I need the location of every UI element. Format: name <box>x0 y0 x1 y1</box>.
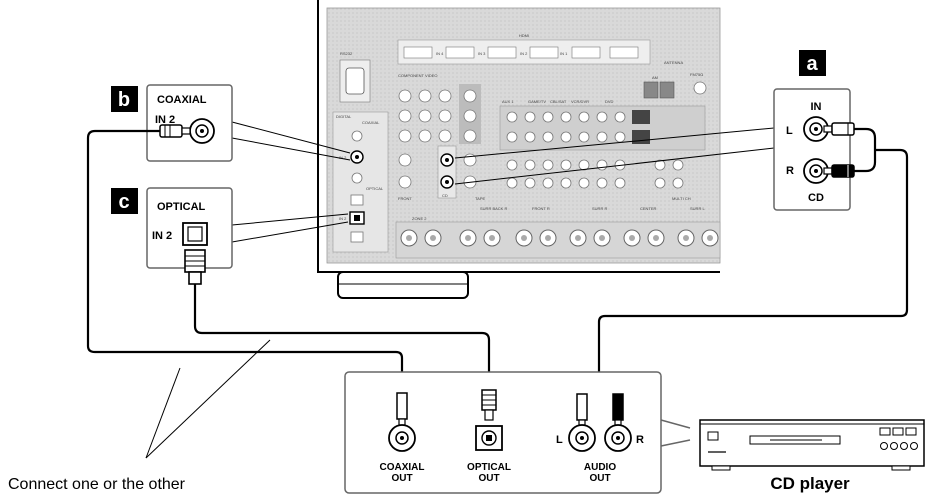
svg-text:DVD: DVD <box>605 99 614 104</box>
audio-out-label: AUDIO <box>584 462 616 473</box>
either-or-pointer <box>145 339 271 459</box>
svg-text:a: a <box>806 53 818 75</box>
optical-in-panel: OPTICAL IN 2 <box>146 187 233 285</box>
svg-text:OUT: OUT <box>589 473 610 484</box>
svg-text:CENTER: CENTER <box>640 206 657 211</box>
digital-input-section: DIGITAL COAXIAL IN 2 OPTICAL IN 2 <box>332 111 389 253</box>
audio-out-r-label: R <box>636 434 644 446</box>
hdmi-section: HDMI IN 4 IN 3 IN 2 IN 1 <box>397 33 651 65</box>
svg-text:OPTICAL: OPTICAL <box>366 186 384 191</box>
hdmi-port-label: IN 1 <box>560 51 568 56</box>
svg-text:IN 2: IN 2 <box>339 155 347 160</box>
optical-out-label: OPTICAL <box>467 462 511 473</box>
receiver-rear-panel: HDMI IN 4 IN 3 IN 2 IN 1 RS232 DIGITAL C… <box>317 0 721 299</box>
svg-text:b: b <box>118 89 130 111</box>
svg-text:CBL/SAT: CBL/SAT <box>550 99 567 104</box>
panel-a-cd-label: CD <box>808 192 824 204</box>
svg-text:FRONT R: FRONT R <box>532 206 550 211</box>
receiver-foot <box>337 271 469 299</box>
svg-text:FRONT: FRONT <box>398 196 412 201</box>
svg-text:SURR L: SURR L <box>690 206 705 211</box>
callout-b: b <box>111 86 138 112</box>
front-tape-section: FRONT TAPE <box>398 153 485 201</box>
svg-text:RS232: RS232 <box>340 51 353 56</box>
speaker-terminals: ZONE 2 SURR BACK R FRONT R SURR R CENTER… <box>395 206 721 259</box>
either-or-note: Connect one or the other <box>8 476 186 493</box>
optical-in2-label: IN 2 <box>152 230 172 242</box>
audio-out-l-label: L <box>556 434 563 446</box>
coaxial-in-panel: COAXIAL IN 2 <box>146 84 233 162</box>
coaxial-in2-label: IN 2 <box>155 114 175 126</box>
hdmi-port-label: IN 4 <box>436 51 444 56</box>
panel-a-in-label: IN <box>811 101 822 113</box>
panel-a-r-label: R <box>786 165 794 177</box>
cd-output-panel: COAXIAL OUT OPTICAL OUT L R AUDIO OUT <box>344 371 691 494</box>
svg-text:AM: AM <box>652 75 658 80</box>
cd-player-label: CD player <box>770 474 850 493</box>
hdmi-port-label: IN 2 <box>520 51 528 56</box>
svg-text:OUT: OUT <box>478 473 499 484</box>
svg-text:ZONE 2: ZONE 2 <box>412 216 427 221</box>
svg-text:MULTI CH: MULTI CH <box>672 196 691 201</box>
coaxial-panel-title: COAXIAL <box>157 94 207 106</box>
receiver-cd-inputs: CD <box>437 145 457 199</box>
pointer-lines <box>231 121 775 243</box>
svg-text:IN 2: IN 2 <box>339 216 347 221</box>
component-video-section: COMPONENT VIDEO <box>398 73 481 144</box>
svg-text:DIGITAL: DIGITAL <box>336 114 352 119</box>
callout-c: c <box>111 188 138 214</box>
coaxial-cable <box>86 129 404 393</box>
svg-text:SURR BACK R: SURR BACK R <box>480 206 507 211</box>
optical-panel-title: OPTICAL <box>157 201 206 213</box>
svg-text:TAPE: TAPE <box>475 196 485 201</box>
svg-text:OUT: OUT <box>391 473 412 484</box>
panel-a-l-label: L <box>786 125 793 137</box>
svg-text:SURR R: SURR R <box>592 206 607 211</box>
svg-text:GAME/TV: GAME/TV <box>528 99 546 104</box>
svg-text:AUX 1: AUX 1 <box>502 99 514 104</box>
svg-text:COMPONENT VIDEO: COMPONENT VIDEO <box>398 73 438 78</box>
antenna-section: ANTENNA AM FM75Ω <box>643 60 707 99</box>
cd-player-device <box>699 419 925 471</box>
optical-cable <box>193 284 491 390</box>
svg-text:ANTENNA: ANTENNA <box>664 60 683 65</box>
callout-a: a <box>799 50 826 76</box>
svg-text:c: c <box>118 191 129 213</box>
svg-text:CD: CD <box>442 193 448 198</box>
hdmi-label: HDMI <box>519 33 529 38</box>
rs232-port: RS232 <box>339 51 371 103</box>
svg-text:VCR/DVR: VCR/DVR <box>571 99 589 104</box>
aux-input-bank: AUX 1 GAME/TV CBL/SAT VCR/DVR DVD <box>499 99 706 201</box>
analog-audio-cable <box>597 148 909 376</box>
svg-text:FM75Ω: FM75Ω <box>690 72 703 77</box>
cd-in-panel: IN L R CD <box>773 88 855 211</box>
coaxial-out-label: COAXIAL <box>380 462 425 473</box>
svg-text:COAXIAL: COAXIAL <box>362 120 380 125</box>
hdmi-port-label: IN 3 <box>478 51 486 56</box>
